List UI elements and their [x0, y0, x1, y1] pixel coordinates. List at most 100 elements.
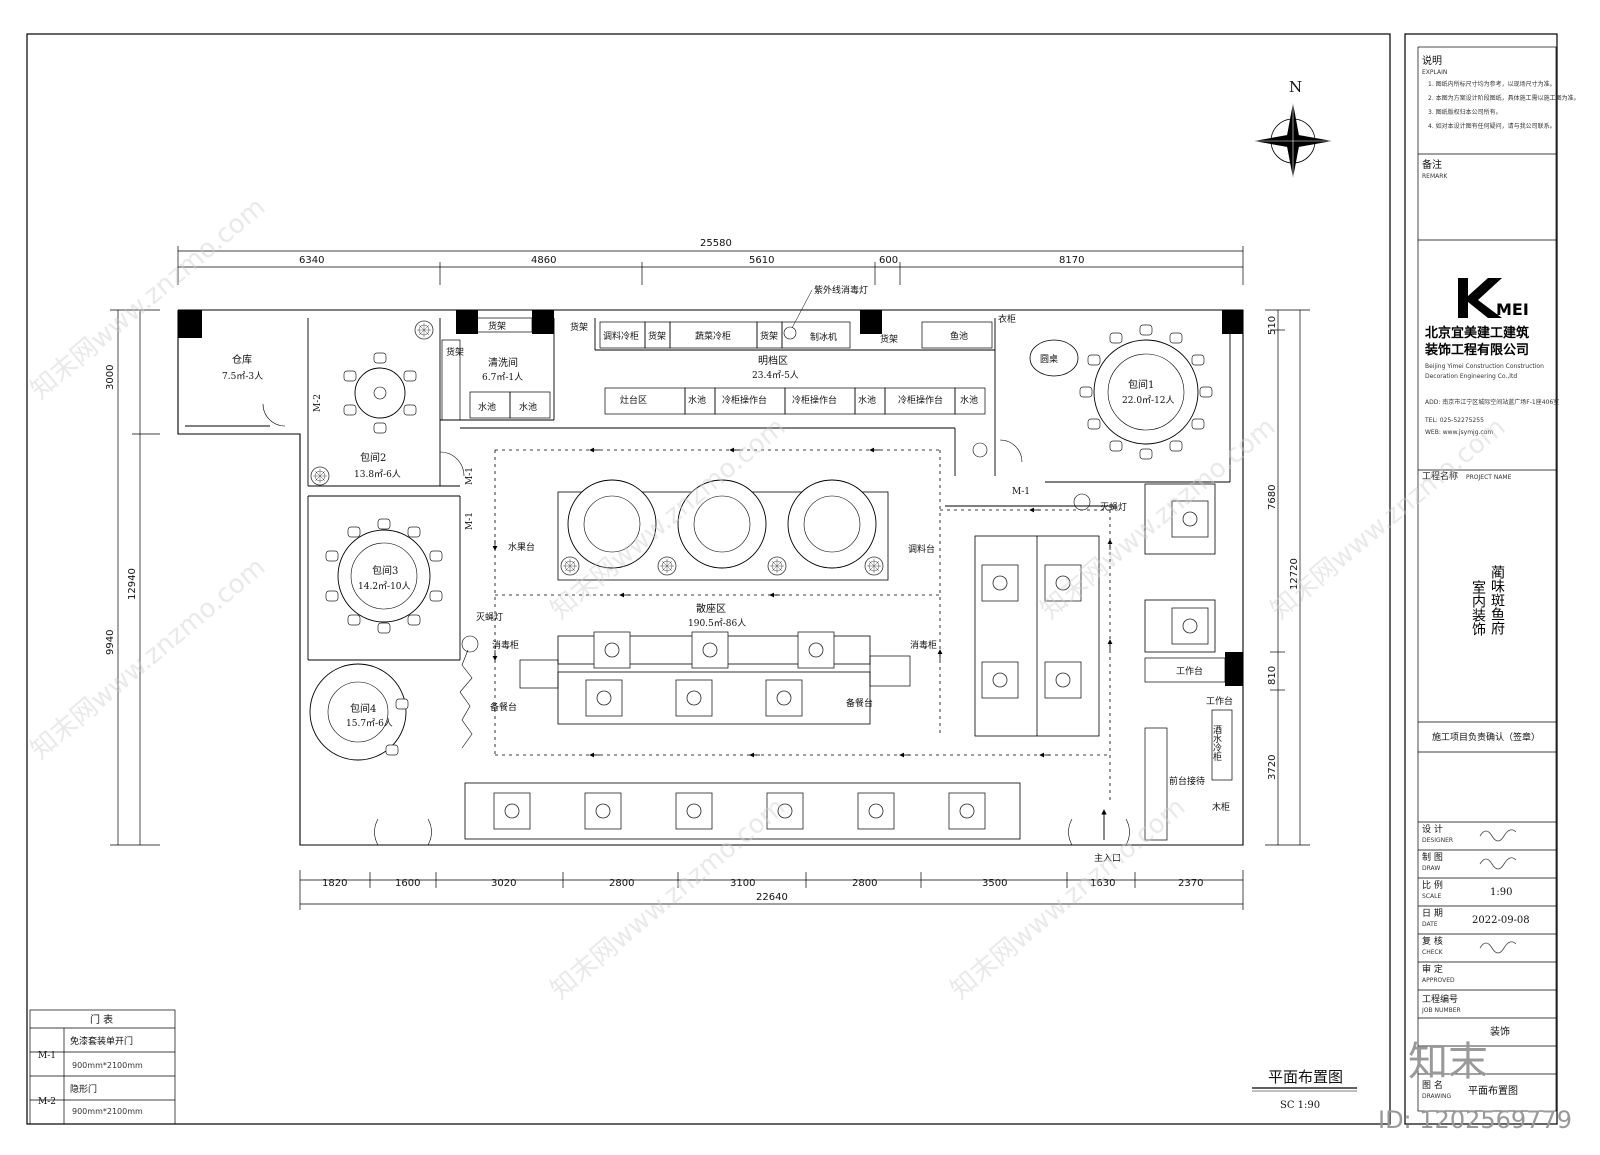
- private-room-2-table[interactable]: [343, 352, 417, 434]
- main-entrance-label: 主入口: [1094, 852, 1121, 864]
- fridge-work-3-label: 冷柜操作台: [898, 394, 943, 406]
- round-table-icon: [1029, 339, 1079, 377]
- job-en: JOB NUMBER: [1421, 1007, 1461, 1014]
- wardrobe-label: 衣柜: [998, 313, 1016, 325]
- private-room-1-table[interactable]: [1079, 324, 1213, 460]
- project-label: 工程名称: [1422, 470, 1458, 482]
- private3-area: 14.2㎡-10人: [358, 581, 411, 592]
- wine-fridge: [1211, 709, 1233, 781]
- watermark-brand: 知末: [1408, 1039, 1488, 1085]
- dim-top-seg-4: 600: [879, 255, 898, 266]
- dim-bottom-seg-5: 3100: [730, 878, 755, 889]
- basin-icon: [972, 442, 988, 458]
- watermark-id: ID: 1202569779: [1378, 1106, 1572, 1134]
- private3-name: 包间3: [372, 564, 398, 577]
- work-table-1: [1144, 657, 1226, 683]
- remark-title: 备注: [1422, 158, 1442, 171]
- scale-en: SCALE: [1422, 893, 1441, 900]
- veg-fridge-label: 蔬菜冷柜: [695, 330, 731, 342]
- dim-bottom-seg-8: 1630: [1090, 878, 1115, 889]
- dim-right-seg-4: 3720: [1267, 755, 1278, 780]
- side-entrance-door-icon[interactable]: [374, 818, 432, 846]
- dim-top-total: 25580: [700, 238, 732, 249]
- kitchen-sink-3-label: 水池: [960, 394, 978, 406]
- storage-area: 7.5㎡-3人: [222, 371, 263, 382]
- booth-table[interactable]: [584, 792, 622, 830]
- booth-table[interactable]: [675, 792, 713, 830]
- drawing-en: DRAWING: [1422, 1093, 1452, 1100]
- booth-table[interactable]: [981, 564, 1019, 602]
- booth-table[interactable]: [857, 792, 895, 830]
- kitchen-back-counter: [599, 321, 993, 349]
- kitchen-shelf-4-label: 货架: [880, 333, 898, 345]
- private4-name: 包间4: [350, 702, 376, 715]
- job-label: 工程编号: [1422, 993, 1458, 1005]
- dim-left-seg-1: 3000: [105, 365, 116, 390]
- dim-right-total: 12720: [1289, 558, 1300, 590]
- main-entrance-door-icon[interactable]: [1068, 818, 1130, 846]
- fire-light-icon: [1073, 493, 1091, 511]
- booth-table[interactable]: [948, 792, 986, 830]
- booth-table[interactable]: [981, 661, 1019, 699]
- dim-right-seg-1: 510: [1267, 316, 1278, 335]
- private-room-4-booth[interactable]: [309, 663, 409, 761]
- round-booths[interactable]: [557, 479, 889, 581]
- wash-name: 清洗间: [488, 356, 518, 369]
- dim-top-seg-2: 4860: [531, 255, 556, 266]
- private1-door-icon[interactable]: [999, 439, 1023, 463]
- wash-area: 6.7㎡-1人: [482, 372, 523, 383]
- storage-door-icon[interactable]: [262, 403, 286, 427]
- fire-light-icon: [461, 635, 479, 653]
- designer-en: DESIGNER: [1422, 837, 1453, 844]
- watermark: 知末网www.znzmo.com 知末网www.znzmo.com 知末网www…: [25, 192, 1511, 1005]
- door-table-code-1: M-1: [38, 1051, 56, 1061]
- booth-table[interactable]: [1171, 607, 1209, 645]
- booth-table[interactable]: [493, 792, 531, 830]
- bottom-booth-row[interactable]: [464, 782, 1021, 840]
- dim-bottom-seg-7: 3500: [982, 878, 1007, 889]
- booth-table[interactable]: [585, 679, 623, 717]
- wash-shelf: [441, 339, 461, 421]
- drawing-label: 图 名: [1422, 1079, 1443, 1091]
- seasoning-fridge-label: 调料冷柜: [603, 330, 639, 342]
- wash-top-shelf-label: 货架: [488, 320, 506, 332]
- private2-door-icon[interactable]: [439, 451, 465, 477]
- check-label: 复 核: [1422, 935, 1443, 947]
- right-booth-block[interactable]: [974, 535, 1100, 737]
- open-kitchen-name: 明档区: [758, 354, 788, 367]
- project-label-en: PROJECT NAME: [1466, 474, 1512, 481]
- dim-right-seg-2: 7680: [1267, 485, 1278, 510]
- fire-light-2-label: 灭蝇灯: [1100, 502, 1127, 513]
- note-line-4: 4. 如对本设计图有任何疑问，请与我公司联系。: [1428, 122, 1556, 130]
- booth-table[interactable]: [675, 679, 713, 717]
- interior-walls: [185, 318, 1231, 661]
- booth-table[interactable]: [765, 679, 803, 717]
- sterilizer-left-label: 消毒柜: [492, 639, 519, 651]
- dim-bottom-seg-9: 2370: [1178, 878, 1203, 889]
- work-table-2-label: 工作台: [1206, 695, 1233, 707]
- booth-table[interactable]: [593, 631, 631, 669]
- storage-name: 仓库: [232, 353, 252, 366]
- job-value: 装饰: [1490, 1025, 1510, 1038]
- north-arrow-icon: [1254, 103, 1332, 178]
- sheet-border: [26, 33, 1391, 1125]
- drawing-value: 平面布置图: [1468, 1085, 1518, 1097]
- plant-icon: [414, 320, 434, 340]
- dim-left-seg-2: 9940: [105, 630, 116, 655]
- far-right-booths[interactable]: [1144, 483, 1216, 653]
- reception-desk: [1144, 727, 1168, 841]
- booth-table[interactable]: [1044, 661, 1082, 699]
- title-block-border: [1404, 33, 1558, 1125]
- project-name-2: 室内装饰: [1470, 579, 1486, 636]
- kitchen-sink-1-label: 水池: [688, 394, 706, 406]
- booth-table[interactable]: [797, 631, 835, 669]
- dim-top-seg-5: 8170: [1059, 255, 1084, 266]
- fire-light-label: 灭蝇灯: [476, 612, 503, 623]
- ice-machine-label: 制冰机: [810, 331, 837, 343]
- fridge-work-2-label: 冷柜操作台: [792, 394, 837, 406]
- plant-icon: [864, 556, 884, 576]
- north-label: N: [1289, 78, 1302, 96]
- booth-table[interactable]: [691, 631, 729, 669]
- private-room-3-table[interactable]: [325, 518, 443, 634]
